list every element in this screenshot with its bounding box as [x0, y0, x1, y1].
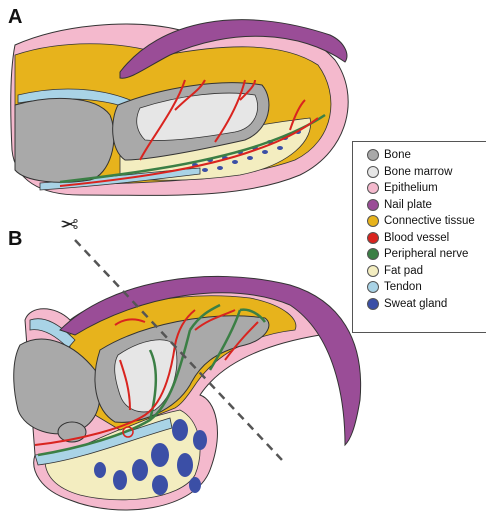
legend-item: Nail plate: [367, 197, 486, 214]
panel-a-bone-proximal: [15, 98, 114, 182]
bone-marrow-swatch: [367, 166, 379, 178]
scissors-icon: ✂: [60, 210, 78, 235]
legend-item: Bone: [367, 147, 486, 164]
legend-item: Connective tissue: [367, 213, 486, 230]
legend-item-label: Tendon: [384, 281, 422, 293]
connective-tissue-swatch: [367, 215, 379, 227]
legend-item-label: Nail plate: [384, 199, 432, 211]
nail-plate-swatch: [367, 199, 379, 211]
tendon-swatch: [367, 281, 379, 293]
fat-pad-swatch: [367, 265, 379, 277]
sweat-gland-swatch: [367, 298, 379, 310]
legend-item: Peripheral nerve: [367, 246, 486, 263]
panel-b-diagram: [14, 276, 361, 510]
legend-item-label: Fat pad: [384, 265, 423, 277]
panel-label-a: A: [8, 6, 22, 29]
peripheral-nerve-swatch: [367, 248, 379, 260]
epithelium-swatch: [367, 182, 379, 194]
legend-item: Tendon: [367, 279, 486, 296]
legend-item-label: Epithelium: [384, 182, 438, 194]
legend-item: Bone marrow: [367, 164, 486, 181]
legend-item: Fat pad: [367, 263, 486, 280]
legend-item: Epithelium: [367, 180, 486, 197]
panel-a-diagram: [11, 20, 348, 196]
legend-item: Sweat gland: [367, 296, 486, 313]
panel-label-b: B: [8, 228, 22, 251]
legend-item: Blood vessel: [367, 230, 486, 247]
legend-item-label: Peripheral nerve: [384, 248, 468, 260]
bone-swatch: [367, 149, 379, 161]
legend-item-label: Sweat gland: [384, 298, 447, 310]
blood-vessel-swatch: [367, 232, 379, 244]
legend-item-label: Bone marrow: [384, 166, 452, 178]
legend-item-label: Bone: [384, 149, 411, 161]
legend-item-label: Connective tissue: [384, 215, 475, 227]
legend-item-label: Blood vessel: [384, 232, 449, 244]
